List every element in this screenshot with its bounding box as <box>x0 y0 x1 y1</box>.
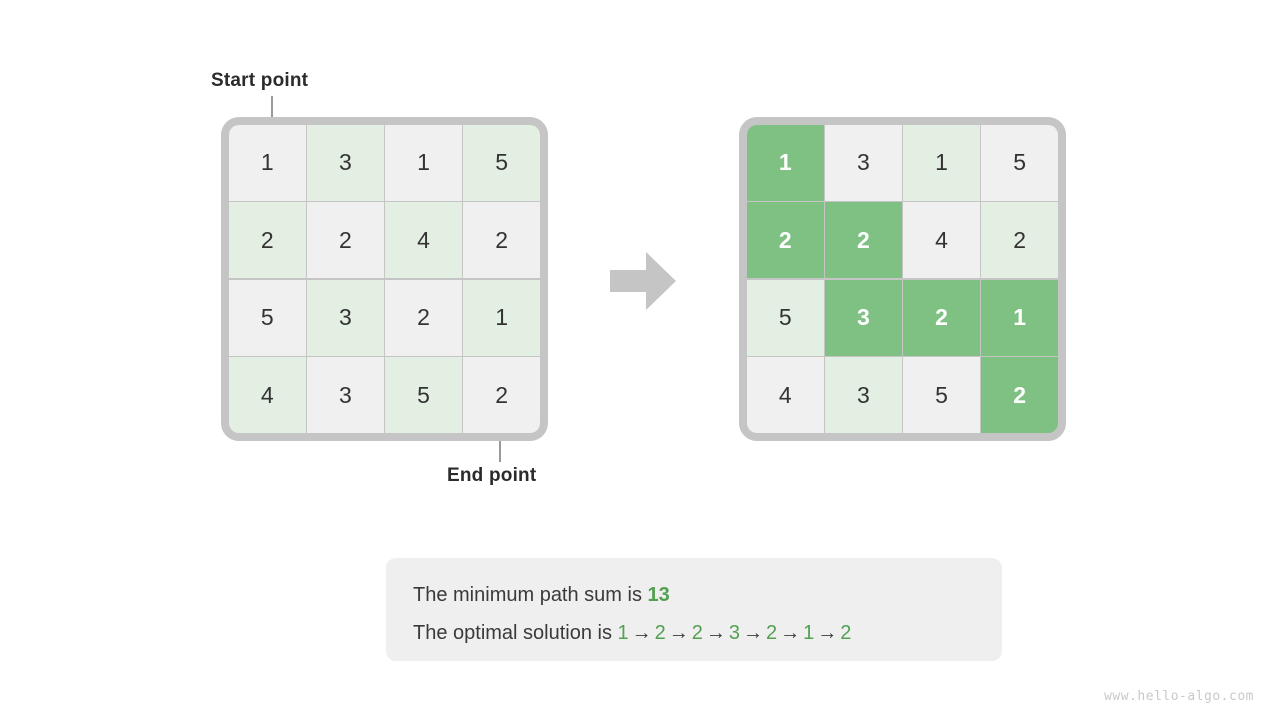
grid-cell: 2 <box>463 202 540 279</box>
start-point-label: Start point <box>211 70 309 91</box>
grid-cell: 5 <box>981 125 1058 201</box>
path-step-value: 2 <box>691 622 703 644</box>
grid-cell: 4 <box>747 357 824 433</box>
grid-cell: 1 <box>463 279 540 356</box>
grid-cell: 1 <box>229 125 306 201</box>
path-arrow-glyph: → <box>705 622 726 644</box>
caption-optimal-prefix: The optimal solution is <box>413 622 618 644</box>
grid-cell: 4 <box>903 202 980 279</box>
path-step-value: 2 <box>766 622 778 644</box>
caption-box: The minimum path sum is 13 The optimal s… <box>386 558 1002 661</box>
grid-cell: 1 <box>981 279 1058 356</box>
caption-line-optimal-path: The optimal solution is 1→2→2→3→2→1→2 <box>413 614 1002 652</box>
grid-cell: 5 <box>463 125 540 201</box>
grid-cell: 2 <box>463 357 540 433</box>
path-step-value: 2 <box>654 622 666 644</box>
path-step-value: 3 <box>728 622 741 644</box>
path-arrow-glyph: → <box>668 622 689 644</box>
path-step-value: 1 <box>617 622 629 644</box>
grid-cell: 2 <box>981 202 1058 279</box>
grid-cell: 4 <box>385 202 462 279</box>
end-point-label: End point <box>447 465 537 486</box>
grid-cell: 1 <box>747 125 824 201</box>
grid-cell: 5 <box>385 357 462 433</box>
grid-cell: 1 <box>385 125 462 201</box>
caption-line-min-sum: The minimum path sum is 13 <box>413 576 1002 614</box>
path-arrow-glyph: → <box>743 622 764 644</box>
caption-optimal-path-sequence: 1→2→2→3→2→1→2 <box>618 622 852 644</box>
grid-cell: 3 <box>825 357 902 433</box>
path-step-value: 2 <box>840 622 852 644</box>
caption-min-sum-prefix: The minimum path sum is <box>413 584 648 606</box>
path-arrow-glyph: → <box>817 622 838 644</box>
grid-cell: 4 <box>229 357 306 433</box>
grid-cell: 2 <box>825 202 902 279</box>
path-arrow-glyph: → <box>780 622 801 644</box>
grid-cell: 1 <box>903 125 980 201</box>
grid-cell: 2 <box>903 279 980 356</box>
grid-cell: 5 <box>903 357 980 433</box>
watermark: www.hello-algo.com <box>1104 689 1254 704</box>
path-arrow-glyph: → <box>631 622 652 644</box>
grid-cell: 3 <box>307 125 384 201</box>
path-step-value: 1 <box>803 622 815 644</box>
grid-cell: 3 <box>825 279 902 356</box>
caption-min-sum-value: 13 <box>647 584 670 606</box>
grid-cell: 3 <box>825 125 902 201</box>
right-arrow-icon <box>610 252 676 310</box>
grid-cell: 5 <box>229 279 306 356</box>
grid-cell: 2 <box>229 202 306 279</box>
grid-cell: 2 <box>385 279 462 356</box>
grid-cell: 5 <box>747 279 824 356</box>
grid-cell: 3 <box>307 357 384 433</box>
grid-cell: 2 <box>307 202 384 279</box>
grid-cell: 2 <box>747 202 824 279</box>
grid-cell: 3 <box>307 279 384 356</box>
grid-cell: 2 <box>981 357 1058 433</box>
